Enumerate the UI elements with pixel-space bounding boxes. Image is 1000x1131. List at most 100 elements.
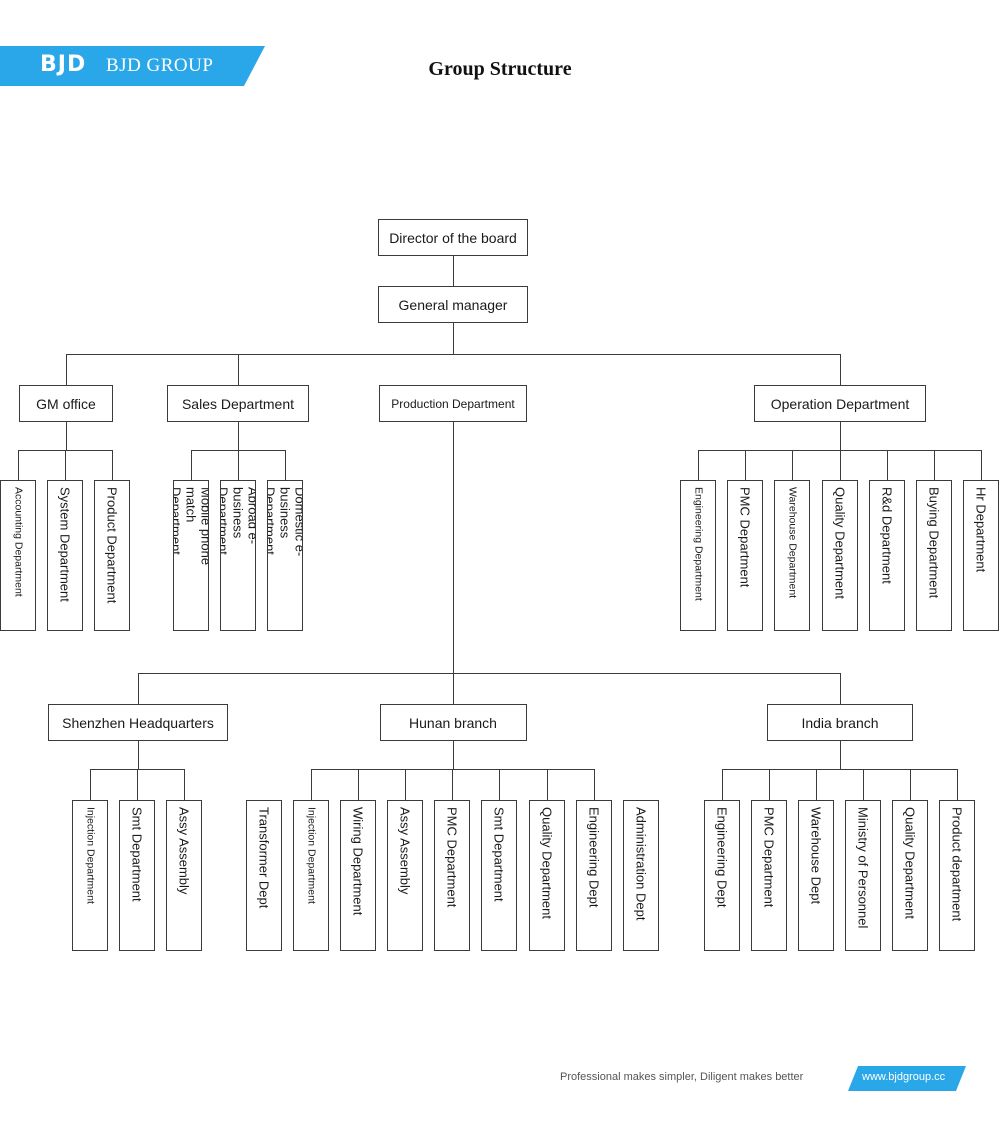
division-1-dept-1-label: Accounting Department (12, 487, 25, 597)
connector-line (138, 673, 841, 674)
division-4-dept-7-label: Hr Department (973, 487, 989, 573)
branch-1-dept-2-label: Smt Department (129, 807, 145, 902)
connector-line (840, 673, 841, 704)
connector-line (311, 769, 595, 770)
connector-line (722, 769, 958, 770)
division-4-dept-3-label: Warehouse Department (786, 487, 799, 599)
branch-2-dept-7-label: Quality Department (539, 807, 555, 919)
division-1-dept-1: Accounting Department (0, 480, 36, 631)
director-box: Director of the board (378, 219, 528, 256)
branch-box-3: India branch (767, 704, 913, 741)
connector-line (840, 354, 841, 385)
branch-1-dept-1: Injection Department (72, 800, 108, 951)
connector-line (594, 769, 595, 800)
connector-line (18, 450, 19, 480)
connector-line (137, 769, 138, 800)
division-1-dept-3: Product Department (94, 480, 130, 631)
branch-2-dept-4-label: Assy Assembly (397, 807, 413, 895)
division-1-dept-2-label: System Department (57, 487, 73, 602)
footer-url: www.bjdgroup.cc (862, 1071, 946, 1083)
footer-slogan: Professional makes simpler, Diligent mak… (560, 1071, 804, 1083)
connector-line (792, 450, 793, 480)
branch-2-dept-9: Administration Dept (623, 800, 659, 951)
footer-banner-shape (848, 1066, 966, 1091)
connector-line (238, 354, 239, 385)
branch-2-dept-2: Injection Department (293, 800, 329, 951)
branch-2-dept-7: Quality Department (529, 800, 565, 951)
branch-3-dept-4: Ministry of Personnel (845, 800, 881, 951)
division-2-dept-3-label: Domestic e-business Department (267, 487, 303, 557)
branch-1-dept-3: Assy Assembly (166, 800, 202, 951)
branch-1-dept-3-label: Assy Assembly (176, 807, 192, 895)
branch-1-dept-2: Smt Department (119, 800, 155, 951)
division-box-2: Sales Department (167, 385, 309, 422)
connector-line (66, 354, 67, 385)
page-title: Group Structure (428, 58, 572, 80)
connector-line (722, 769, 723, 800)
connector-line (285, 450, 286, 480)
connector-line (887, 450, 888, 480)
connector-line (957, 769, 958, 800)
division-4-dept-4-label: Quality Department (832, 487, 848, 599)
branch-2-dept-5: PMC Department (434, 800, 470, 951)
branch-2-dept-8: Engineering Dept (576, 800, 612, 951)
branch-3-dept-5-label: Quality Department (902, 807, 918, 919)
connector-line (238, 422, 239, 450)
connector-line (184, 769, 185, 800)
connector-line (910, 769, 911, 800)
division-1-dept-3-label: Product Department (104, 487, 120, 604)
connector-line (238, 450, 239, 480)
connector-line (840, 450, 841, 480)
branch-3-dept-3: Warehouse Dept (798, 800, 834, 951)
division-4-dept-5-label: R&d Department (879, 487, 895, 584)
branch-3-dept-2-label: PMC Department (761, 807, 777, 908)
connector-line (547, 769, 548, 800)
branch-2-dept-5-label: PMC Department (444, 807, 460, 908)
branch-2-dept-1: Transformer Dept (246, 800, 282, 951)
header-banner (0, 46, 265, 86)
division-4-dept-1-label: Engineering Department (692, 487, 705, 601)
branch-2-dept-4: Assy Assembly (387, 800, 423, 951)
division-4-dept-6-label: Buying Department (926, 487, 942, 599)
branch-2-dept-8-label: Engineering Dept (586, 807, 602, 908)
division-4-dept-1: Engineering Department (680, 480, 716, 631)
branch-3-dept-5: Quality Department (892, 800, 928, 951)
connector-line (934, 450, 935, 480)
connector-line (112, 450, 113, 480)
connector-line (453, 741, 454, 769)
branch-3-dept-2: PMC Department (751, 800, 787, 951)
header-banner-shape (0, 46, 265, 86)
division-4-dept-6: Buying Department (916, 480, 952, 631)
connector-line (90, 769, 91, 800)
connector-line (66, 422, 67, 450)
connector-line (66, 354, 841, 355)
connector-line (405, 769, 406, 800)
branch-3-dept-4-label: Ministry of Personnel (855, 807, 871, 929)
branch-3-dept-1: Engineering Dept (704, 800, 740, 951)
division-4-dept-2-label: PMC Department (737, 487, 753, 588)
branch-2-dept-3: Wiring Department (340, 800, 376, 951)
branch-3-dept-1-label: Engineering Dept (714, 807, 730, 908)
general-manager-box: General manager (378, 286, 528, 323)
branch-2-dept-6-label: Smt Department (491, 807, 507, 902)
division-4-dept-5: R&d Department (869, 480, 905, 631)
connector-line (453, 422, 454, 704)
connector-line (65, 450, 66, 480)
brand-logo: BJD (40, 52, 87, 77)
connector-line (452, 769, 453, 800)
division-box-4: Operation Department (754, 385, 926, 422)
branch-box-1: Shenzhen Headquarters (48, 704, 228, 741)
connector-line (453, 323, 454, 354)
connector-line (816, 769, 817, 800)
division-2-dept-1: Mobile phone match Department (173, 480, 209, 631)
connector-line (840, 741, 841, 769)
connector-line (981, 450, 982, 480)
connector-line (138, 673, 139, 704)
branch-1-dept-1-label: Injection Department (84, 807, 97, 904)
connector-line (311, 769, 312, 800)
footer-banner (848, 1066, 966, 1091)
division-1-dept-2: System Department (47, 480, 83, 631)
brand-name: BJD GROUP (106, 55, 214, 76)
